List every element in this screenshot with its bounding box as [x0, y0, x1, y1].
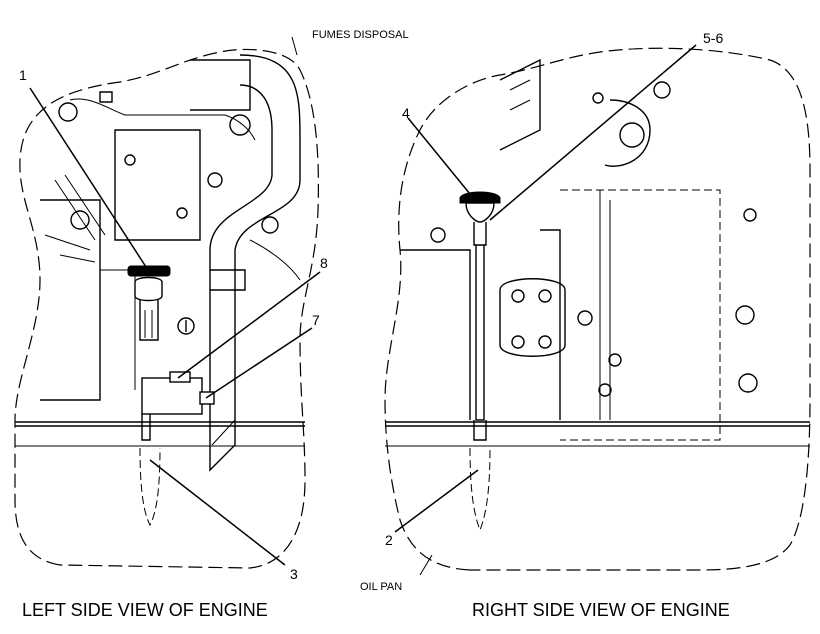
leader-fumes: [291, 36, 298, 56]
right-filter-outline: [560, 189, 721, 441]
right-flange: [499, 278, 566, 357]
leader-7: [205, 327, 313, 399]
right-fitting-b: [653, 81, 671, 99]
right-bolt-d: [598, 383, 612, 397]
right-flange-bolt-e: [577, 310, 593, 326]
label-oil-pan: OIL PAN: [360, 581, 402, 593]
right-block-edge: [400, 249, 471, 420]
right-bolt-a: [743, 208, 757, 222]
right-fitting-d: [738, 373, 758, 393]
left-fitting-b: [207, 172, 223, 188]
caption-left-view: LEFT SIDE VIEW OF ENGINE: [22, 600, 268, 620]
callout-2: 2: [385, 532, 393, 548]
leader-3: [149, 459, 286, 566]
right-tube-ribs: [509, 79, 531, 111]
left-fitting-a: [229, 114, 251, 136]
right-flange-bolt-a: [511, 289, 525, 303]
leader-1: [29, 87, 149, 271]
left-filler-neck: [139, 300, 159, 341]
right-bolt-c: [608, 353, 622, 367]
leader-lines: [29, 36, 697, 576]
left-fitting-c: [70, 210, 90, 230]
caption-right-view: RIGHT SIDE VIEW OF ENGINE: [472, 600, 730, 620]
right-filter-edges: [599, 190, 611, 420]
left-drain-plug: [177, 317, 195, 335]
left-bolt-a: [176, 207, 188, 219]
right-upper-tube: [499, 58, 541, 151]
left-block-inner: [100, 269, 136, 390]
callout-3: 3: [290, 566, 298, 582]
fumes-disposal-tube: [209, 54, 301, 472]
leader-2: [394, 469, 479, 533]
fumes-tube-clamp: [210, 269, 246, 291]
right-flange-bolt-b: [538, 289, 552, 303]
callout-1: 1: [19, 67, 27, 83]
left-upper-tube: [69, 98, 256, 141]
left-filler-cap-handle: [127, 265, 171, 277]
left-top-bracket: [190, 59, 251, 111]
left-dipstick-fitting: [141, 414, 151, 441]
labels: 1 2 3 4 5-6 7 8 FUMES DISPOSAL OIL PAN L…: [19, 29, 730, 620]
leader-oilpan: [419, 554, 433, 576]
left-clip: [99, 91, 113, 103]
left-block-edge: [40, 199, 101, 401]
left-upper-housing: [114, 129, 201, 241]
right-dipstick-fitting: [473, 420, 487, 441]
right-dipstick-collar: [473, 222, 487, 246]
right-fitting-c: [735, 305, 755, 325]
right-fitting-e: [430, 227, 446, 243]
left-view-outline: [14, 48, 320, 569]
left-filter-base: [141, 377, 203, 415]
callout-4: 4: [402, 105, 410, 121]
callout-7: 7: [312, 312, 320, 328]
left-hose: [249, 239, 301, 281]
left-fitting-d: [58, 102, 78, 122]
leader-8: [177, 271, 321, 379]
fumes-tube-end: [211, 419, 236, 446]
leader-4: [407, 117, 471, 195]
leader-5-6: [489, 44, 697, 221]
callout-5-6: 5-6: [703, 30, 723, 46]
callout-8: 8: [320, 255, 328, 271]
right-dipstick-sump: [469, 447, 491, 532]
label-fumes-disposal: FUMES DISPOSAL: [312, 29, 409, 41]
right-dipstick-cap: [459, 191, 501, 204]
right-flange-bolt-d: [538, 335, 552, 349]
right-fitting-a: [619, 122, 645, 148]
left-filler-cap: [134, 276, 163, 302]
left-dipstick-sump: [139, 447, 161, 527]
left-fitting-e: [261, 216, 279, 234]
right-block-mid: [540, 229, 561, 420]
right-engine-view: [384, 47, 811, 571]
left-wires: [44, 174, 106, 263]
right-flange-bolt-c: [511, 335, 525, 349]
right-dipstick-handle: [465, 202, 495, 223]
right-bolt-b: [592, 92, 604, 104]
left-bolt-b: [124, 154, 136, 166]
right-dipstick-tube: [475, 245, 485, 421]
left-engine-view: [14, 48, 320, 569]
